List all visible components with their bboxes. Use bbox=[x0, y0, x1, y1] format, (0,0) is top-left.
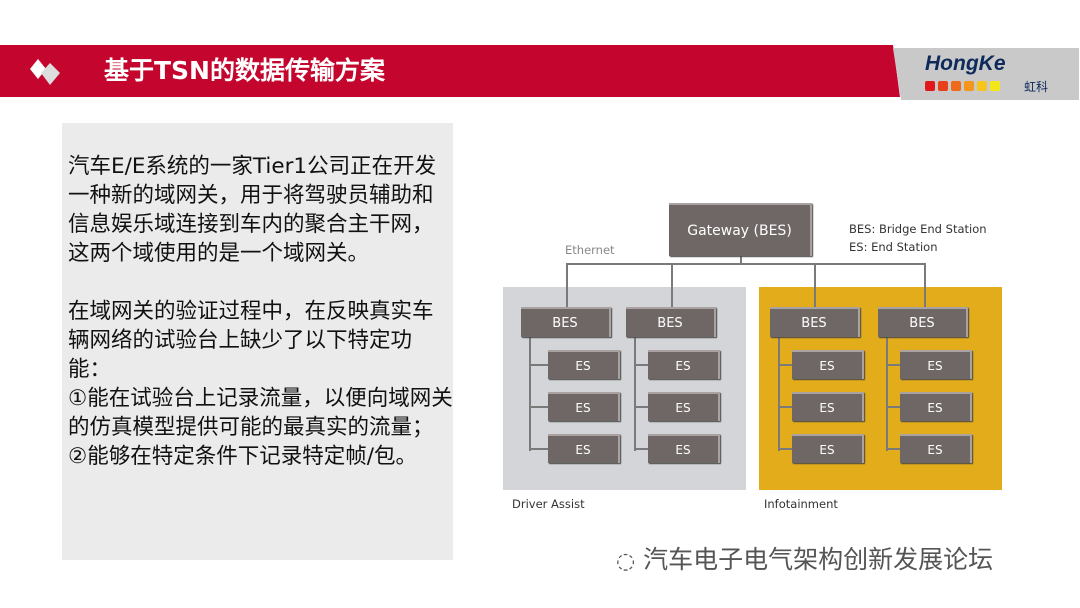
logo-dot bbox=[977, 81, 987, 91]
connector-line bbox=[924, 263, 926, 307]
connector-line bbox=[529, 364, 548, 366]
connector-line bbox=[886, 448, 900, 450]
es-box: ES bbox=[900, 350, 972, 379]
connector-line bbox=[634, 406, 648, 408]
connector-line bbox=[814, 263, 816, 307]
es-box: ES bbox=[792, 350, 864, 379]
diamond-logo-icon bbox=[30, 59, 60, 85]
ethernet-label: Ethernet bbox=[565, 243, 615, 257]
bes-box: BES bbox=[770, 307, 860, 337]
watermark: ◌ 汽车电子电气架构创新发展论坛 bbox=[616, 540, 993, 576]
connector-line bbox=[634, 364, 648, 366]
legend-bes: BES: Bridge End Station bbox=[849, 222, 987, 236]
logo-dot bbox=[938, 81, 948, 91]
logo-text: HongKe bbox=[925, 52, 1006, 75]
connector-line bbox=[778, 364, 792, 366]
domain-label: Driver Assist bbox=[512, 497, 585, 511]
connector-line bbox=[886, 337, 888, 451]
es-box: ES bbox=[792, 392, 864, 421]
watermark-text: 汽车电子电气架构创新发展论坛 bbox=[643, 545, 994, 574]
domain-label: Infotainment bbox=[764, 497, 838, 511]
es-box: ES bbox=[792, 434, 864, 463]
connector-line bbox=[529, 448, 548, 450]
gateway-box: Gateway (BES) bbox=[669, 203, 812, 256]
bes-box: BES bbox=[878, 307, 968, 337]
wechat-icon: ◌ bbox=[616, 549, 636, 574]
es-box: ES bbox=[648, 350, 720, 379]
es-box: ES bbox=[548, 434, 620, 463]
logo-cn: 虹科 bbox=[1024, 80, 1049, 94]
page-title: 基于TSN的数据传输方案 bbox=[104, 56, 385, 85]
es-box: ES bbox=[548, 392, 620, 421]
logo-dot bbox=[925, 81, 935, 91]
es-box: ES bbox=[900, 392, 972, 421]
connector-line bbox=[566, 263, 568, 307]
connector-line bbox=[886, 364, 900, 366]
connector-line bbox=[671, 263, 673, 307]
connector-line bbox=[778, 337, 780, 451]
connector-line bbox=[566, 263, 924, 265]
es-box: ES bbox=[648, 392, 720, 421]
logo-dot bbox=[990, 81, 1000, 91]
connector-line bbox=[634, 337, 636, 451]
connector-line bbox=[529, 337, 531, 451]
es-box: ES bbox=[548, 350, 620, 379]
connector-line bbox=[529, 406, 548, 408]
legend-es: ES: End Station bbox=[849, 240, 938, 254]
connector-line bbox=[778, 406, 792, 408]
logo-dot bbox=[964, 81, 974, 91]
es-box: ES bbox=[900, 434, 972, 463]
header-bar bbox=[0, 45, 900, 97]
logo-dots bbox=[925, 81, 1000, 91]
bes-box: BES bbox=[521, 307, 611, 337]
es-box: ES bbox=[648, 434, 720, 463]
logo-dot bbox=[951, 81, 961, 91]
connector-line bbox=[778, 448, 792, 450]
connector-line bbox=[740, 256, 742, 264]
body-text: 汽车E/E系统的一家Tier1公司正在开发一种新的域网关，用于将驾驶员辅助和信息… bbox=[68, 154, 453, 469]
logo-panel bbox=[893, 48, 1079, 100]
connector-line bbox=[886, 406, 900, 408]
bes-box: BES bbox=[626, 307, 716, 337]
connector-line bbox=[634, 448, 648, 450]
text-panel bbox=[62, 123, 453, 560]
